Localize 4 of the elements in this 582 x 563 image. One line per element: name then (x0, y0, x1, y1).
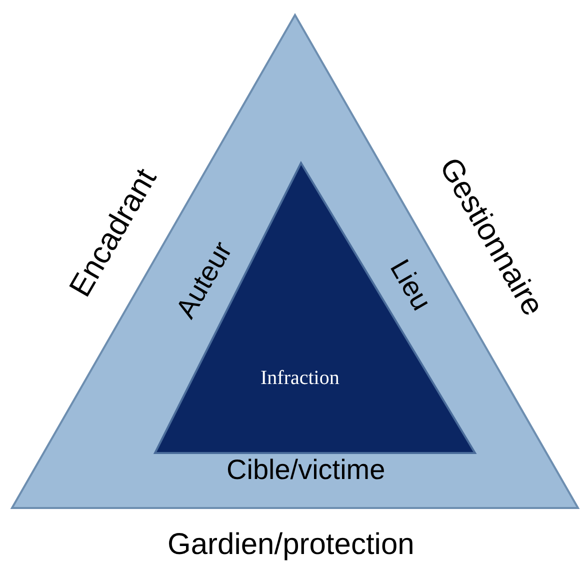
side-label: Gardien/protection (168, 530, 414, 560)
outer-triangle (10, 13, 580, 510)
triangle-label: Infraction (260, 368, 340, 388)
side-label: Cible/victime (226, 456, 386, 484)
